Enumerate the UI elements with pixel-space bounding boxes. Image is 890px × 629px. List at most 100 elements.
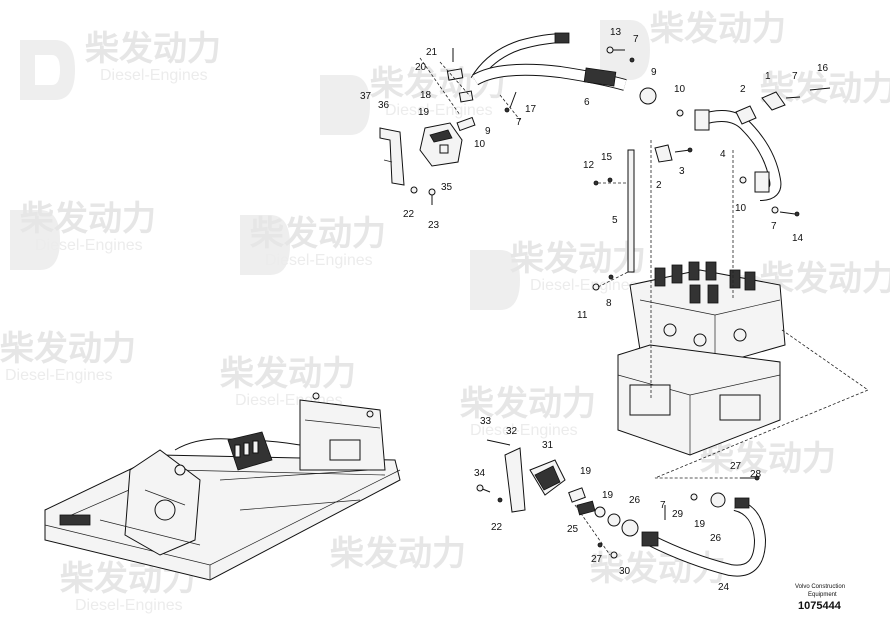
watermark-cn: 柴发动力 bbox=[510, 239, 646, 279]
valve-spools bbox=[654, 261, 756, 304]
part-label-8: 8 bbox=[606, 298, 612, 309]
part-label-31: 31 bbox=[542, 440, 554, 451]
spacer-3 bbox=[674, 147, 693, 153]
watermark-en: Diesel-Engines bbox=[100, 67, 208, 84]
watermark-cn: 柴发动力 bbox=[0, 329, 136, 369]
screws-22-23 bbox=[410, 186, 436, 205]
part-label-4: 4 bbox=[720, 149, 726, 160]
part-label-17: 17 bbox=[525, 104, 537, 115]
footer-company-line2: Equipment bbox=[808, 592, 837, 598]
part-label-27: 7 bbox=[660, 500, 666, 511]
valve-frame bbox=[617, 344, 781, 456]
part-label-5: 5 bbox=[612, 215, 618, 226]
part-label-37: 37 bbox=[360, 91, 372, 102]
part-label-7: 7 bbox=[633, 34, 639, 45]
bracket-5 bbox=[592, 149, 635, 291]
part-label-12: 12 bbox=[583, 160, 595, 171]
watermark-en: Diesel-Engines bbox=[470, 422, 578, 439]
part-label-9: 9 bbox=[651, 67, 657, 78]
footer-doc-number: 1075444 bbox=[798, 600, 842, 612]
watermark-en: Diesel-Engines bbox=[530, 277, 638, 294]
watermark-en: Diesel-Engines bbox=[265, 252, 373, 269]
part-label-14: 14 bbox=[792, 233, 804, 244]
part-label-24: 24 bbox=[718, 582, 730, 593]
part-label-35: 35 bbox=[441, 182, 453, 193]
part-label-20: 20 bbox=[415, 62, 427, 73]
part-label-21: 21 bbox=[426, 47, 438, 58]
footer-company: Volvo Construction bbox=[795, 584, 845, 590]
watermark-en: Diesel-Engines bbox=[75, 597, 183, 614]
part-label-10: 10 bbox=[735, 203, 747, 214]
tube-4 bbox=[694, 109, 782, 201]
dashed-reference-lines bbox=[419, 57, 869, 479]
clamp-1 bbox=[761, 87, 831, 111]
part-label-28: 28 bbox=[750, 469, 762, 480]
watermark-cn: 柴发动力 bbox=[700, 439, 836, 479]
valve-block-31 bbox=[529, 459, 566, 496]
watermark-en: Diesel-Engines bbox=[385, 102, 493, 119]
part-label-32: 32 bbox=[506, 426, 518, 437]
part-label-16: 16 bbox=[817, 63, 829, 74]
part-label-33: 33 bbox=[480, 416, 492, 427]
part-label-25: 25 bbox=[567, 524, 579, 535]
screw-13 bbox=[606, 46, 635, 63]
part-label-19: 19 bbox=[418, 107, 430, 118]
part-label-1: 1 bbox=[765, 71, 771, 82]
part-label-19: 19 bbox=[602, 490, 614, 501]
washers-10-7-14 bbox=[739, 176, 800, 217]
part-label-11: 11 bbox=[577, 310, 588, 321]
part-label-27: 27 bbox=[730, 461, 742, 472]
hose-24 bbox=[641, 497, 767, 577]
main-control-valve bbox=[629, 261, 786, 366]
part-label-29: 29 bbox=[672, 509, 684, 520]
excavator-frame bbox=[44, 392, 401, 581]
part-labels: 21 20 18 19 37 36 35 22 23 9 10 17 7 13 … bbox=[360, 27, 829, 593]
part-label-13: 13 bbox=[610, 27, 622, 38]
fittings-27-28-29 bbox=[664, 475, 760, 520]
part-label-30: 30 bbox=[619, 566, 631, 577]
part-label-7: 7 bbox=[792, 71, 798, 82]
watermark-cn: 柴发动力 bbox=[330, 534, 466, 574]
part-label-36: 36 bbox=[378, 100, 390, 111]
part-label-2: 2 bbox=[656, 180, 662, 191]
part-label-7: 7 bbox=[771, 221, 777, 232]
part-label-9: 9 bbox=[485, 126, 491, 137]
fittings-19-25-26 bbox=[568, 487, 639, 559]
part-label-7: 7 bbox=[516, 117, 522, 128]
watermark-en: Diesel-Engines bbox=[5, 367, 113, 384]
part-label-19: 19 bbox=[580, 466, 592, 477]
part-label-10: 10 bbox=[474, 139, 486, 150]
part-label-26: 26 bbox=[629, 495, 641, 506]
watermark-cn: 柴发动力 bbox=[20, 199, 156, 239]
clamp-2 bbox=[654, 105, 757, 163]
part-label-22: 22 bbox=[491, 522, 503, 533]
part-label-22: 22 bbox=[403, 209, 415, 220]
part-label-26: 26 bbox=[710, 533, 722, 544]
part-label-34: 34 bbox=[474, 468, 486, 479]
part-label-19: 19 bbox=[694, 519, 706, 530]
part-label-2: 2 bbox=[740, 84, 746, 95]
part-label-27: 27 bbox=[591, 554, 603, 565]
part-label-15: 15 bbox=[601, 152, 613, 163]
part-label-23: 23 bbox=[428, 220, 440, 231]
watermark-cn: 柴发动力 bbox=[760, 259, 890, 299]
watermark-cn: 柴发动力 bbox=[220, 354, 356, 394]
watermark-cn: 柴发动力 bbox=[460, 384, 596, 424]
part-label-3: 3 bbox=[679, 166, 685, 177]
screws-34-22 bbox=[476, 484, 503, 503]
part-label-6: 6 bbox=[584, 97, 590, 108]
watermark-cn: 柴发动力 bbox=[650, 9, 786, 49]
part-label-10: 10 bbox=[674, 84, 686, 95]
hose-6 bbox=[470, 32, 627, 91]
watermark-logo bbox=[20, 40, 75, 100]
part-label-18: 18 bbox=[420, 90, 432, 101]
footer: Volvo Construction Equipment 1075444 bbox=[795, 584, 845, 612]
fittings-18-19-20-21 bbox=[439, 48, 476, 132]
watermark-en: Diesel-Engines bbox=[35, 237, 143, 254]
fitting-9-10-17 bbox=[504, 87, 684, 117]
watermark-cn: 柴发动力 bbox=[250, 214, 386, 254]
bracket-32 bbox=[486, 439, 526, 513]
watermark-cn: 柴发动力 bbox=[85, 29, 221, 69]
valve-block-35 bbox=[419, 122, 463, 167]
bracket-36 bbox=[379, 127, 405, 186]
